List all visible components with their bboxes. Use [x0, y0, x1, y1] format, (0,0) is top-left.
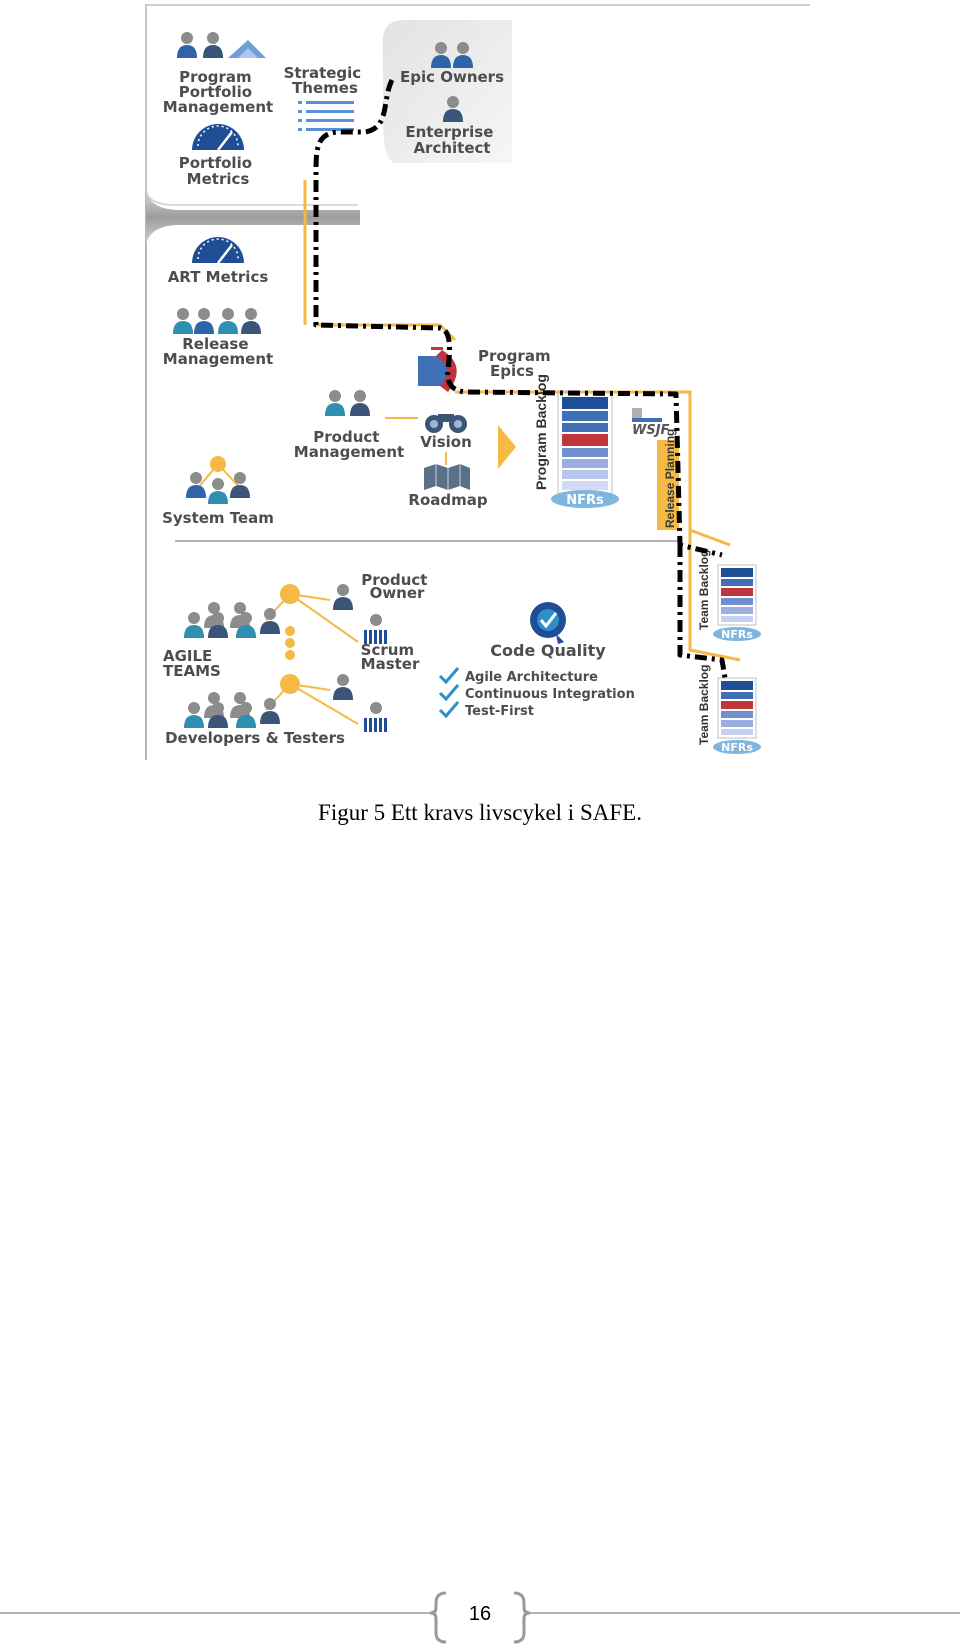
product-management-label: Product Management — [294, 428, 404, 461]
roadmap-map-icon — [424, 464, 470, 490]
scrum-master-2-icon — [364, 702, 387, 732]
team-backlog-2-label: Team Backlog — [697, 665, 711, 745]
enterprise-architect-label: Enterprise Architect — [405, 123, 498, 157]
code-quality-label: Code Quality — [490, 641, 606, 660]
portfolio-program-separator — [146, 190, 360, 245]
wsjf-icon — [632, 408, 662, 422]
safe-requirement-lifecycle-diagram: Program Portfolio Management Strategic T… — [145, 4, 810, 760]
strategic-themes-label: Strategic Themes — [284, 64, 367, 97]
agile-teams-label: AGILE TEAMS — [163, 647, 221, 680]
binoculars-icon — [425, 414, 467, 433]
program-nfrs-label: NFRs — [566, 493, 604, 508]
portfolio-metrics-label: Portfolio Metrics — [179, 154, 258, 188]
epic-owners-label: Epic Owners — [400, 68, 504, 86]
program-backlog-label: Program Backlog — [533, 374, 549, 490]
strategic-themes-list-icon — [298, 101, 354, 131]
epic-owners-box — [383, 20, 512, 163]
team-backlog-2-stack — [717, 677, 757, 739]
developers-testers-label: Developers & Testers — [165, 729, 345, 747]
page-number: 16 — [468, 1603, 492, 1625]
vision-label: Vision — [420, 433, 472, 451]
requirement-lifecycle-path — [313, 78, 728, 679]
team-2-nfrs-badge — [713, 740, 761, 754]
program-epics-label: Program Epics — [478, 347, 556, 380]
system-team-label: System Team — [162, 509, 274, 527]
footer-brace-left — [429, 1591, 447, 1644]
program-portfolio-management-icon — [177, 32, 266, 58]
program-nfrs-badge — [551, 490, 619, 508]
product-owner-label: Product Owner — [361, 571, 432, 602]
program-portfolio-management-label: Program Portfolio Management — [163, 68, 273, 116]
figure-caption: Figur 5 Ett kravs livscykel i SAFE. — [318, 800, 642, 825]
release-planning-label: Release Planning — [663, 429, 677, 528]
flow-arrow — [498, 425, 516, 469]
check-icons — [438, 667, 460, 719]
team-2-nfrs-label: NFRs — [721, 741, 753, 754]
release-planning-bar — [657, 440, 679, 530]
roadmap-label: Roadmap — [408, 491, 487, 509]
page-footer — [0, 1591, 960, 1644]
system-team-icon — [186, 456, 250, 504]
program-backlog-stack — [557, 392, 613, 496]
release-management-label: Release Management — [163, 335, 273, 368]
team-1-nfrs-badge — [713, 627, 761, 641]
team-1-nfrs-label: NFRs — [721, 628, 753, 641]
scrum-master-label: Scrum Master — [361, 641, 420, 673]
code-quality-item-1: Agile Architecture — [465, 670, 598, 685]
art-metrics-label: ART Metrics — [168, 268, 269, 286]
team-backlog-1-stack — [717, 564, 757, 626]
portfolio-outline — [145, 5, 358, 206]
wsjf-label: WSJF — [632, 423, 670, 438]
code-quality-item-2: Continuous Integration — [465, 687, 635, 702]
footer-brace-right — [513, 1591, 531, 1644]
code-quality-item-3: Test-First — [465, 704, 534, 719]
code-quality-icon — [530, 602, 566, 644]
scrum-master-icon — [364, 614, 387, 644]
team-backlog-1-label: Team Backlog — [697, 550, 711, 630]
